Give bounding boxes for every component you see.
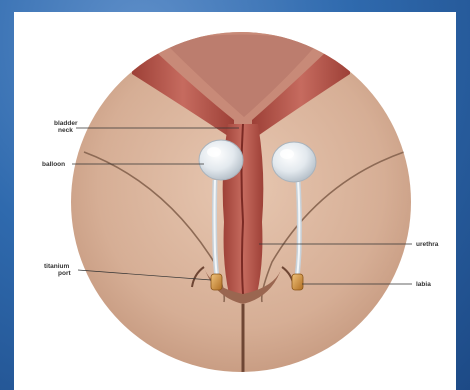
label-bladder-neck-line1: bladder xyxy=(54,120,78,127)
left-balloon xyxy=(199,140,243,180)
label-labia: labia xyxy=(416,281,431,288)
label-urethra: urethra xyxy=(416,241,439,248)
right-titanium-port xyxy=(292,274,303,290)
right-balloon xyxy=(272,142,316,182)
anatomy-diagram: bladder neck balloon titanium port ureth… xyxy=(14,12,456,390)
urethra-channel xyxy=(242,124,244,294)
label-bladder-neck-line2: neck xyxy=(58,127,73,134)
left-titanium-port xyxy=(211,274,222,290)
label-balloon: balloon xyxy=(42,161,65,168)
label-titanium-port-line1: titanium xyxy=(44,263,69,270)
label-titanium-port-line2: port xyxy=(58,270,71,277)
